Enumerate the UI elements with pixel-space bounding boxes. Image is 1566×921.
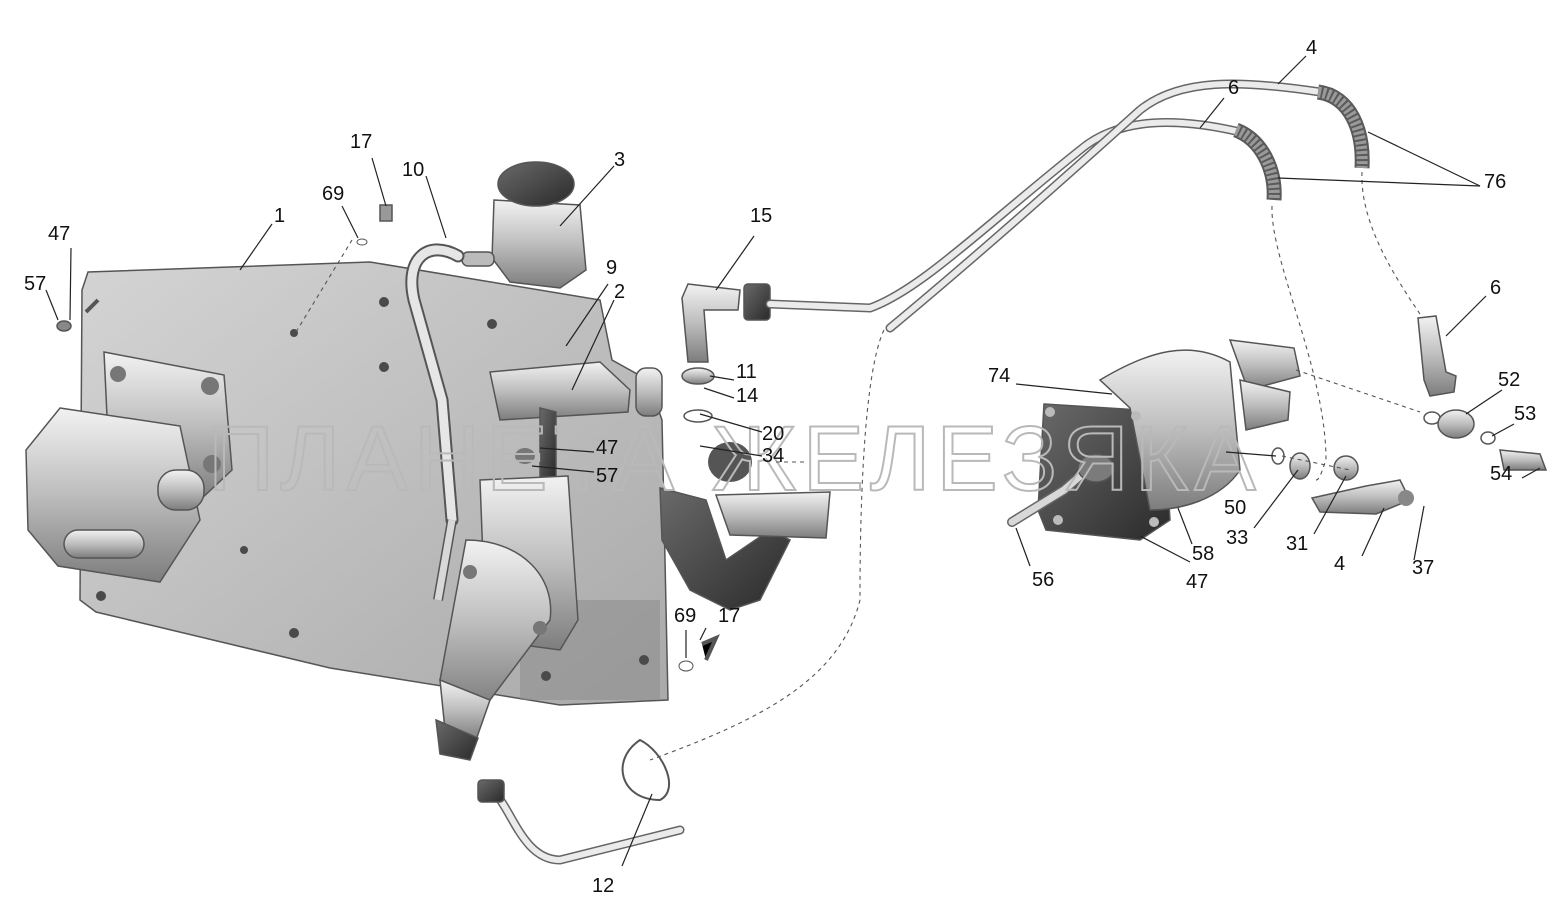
watermark: ПЛАНЕТА ЖЕЛЕЗЯКА xyxy=(208,408,1262,510)
callout-50: 50 xyxy=(1224,497,1246,519)
hose-76 xyxy=(1232,84,1370,201)
callout-47-left: 47 xyxy=(48,223,70,245)
callout-33: 33 xyxy=(1226,527,1248,549)
pipe-12 xyxy=(477,738,685,865)
elbow-fitting-15 xyxy=(681,283,771,482)
callout-34: 34 xyxy=(762,445,784,467)
callout-6-top: 6 xyxy=(1228,77,1239,99)
callout-labels: 1 2 3 4 4 6 6 9 10 11 12 14 15 17 17 20 … xyxy=(24,37,1536,897)
callout-17-bottom: 17 xyxy=(718,605,740,627)
dashed-routing-lines xyxy=(295,171,1421,761)
callout-9: 9 xyxy=(606,257,617,279)
callout-11: 11 xyxy=(736,361,757,383)
callout-76: 76 xyxy=(1484,171,1506,193)
clutch-booster xyxy=(1007,339,1301,541)
leader-lines xyxy=(45,55,1541,867)
callout-4-top: 4 xyxy=(1306,37,1317,59)
callout-69-bottom: 69 xyxy=(674,605,696,627)
callout-15: 15 xyxy=(750,205,772,227)
pipe-6 xyxy=(765,118,1245,313)
callout-12: 12 xyxy=(592,875,614,897)
callout-1: 1 xyxy=(274,205,285,227)
reservoir xyxy=(461,161,587,289)
callout-54: 54 xyxy=(1490,463,1512,485)
pipe-4 xyxy=(885,79,1325,333)
callout-58: 58 xyxy=(1192,543,1214,565)
master-cylinder-left xyxy=(25,351,233,583)
callout-2: 2 xyxy=(614,281,625,303)
pedal-lever xyxy=(659,487,831,611)
pedal-bracket xyxy=(489,361,663,481)
callout-3: 3 xyxy=(614,149,625,171)
callout-17-top: 17 xyxy=(350,131,372,153)
callout-74: 74 xyxy=(988,365,1010,387)
callout-69-top: 69 xyxy=(322,183,344,205)
callout-47-mid: 47 xyxy=(596,437,618,459)
callout-52: 52 xyxy=(1498,369,1520,391)
callout-4-bottom: 4 xyxy=(1334,553,1345,575)
callout-6-right: 6 xyxy=(1490,277,1501,299)
master-cylinder-main xyxy=(435,475,579,761)
callout-14: 14 xyxy=(736,385,758,407)
callout-47-right: 47 xyxy=(1186,571,1208,593)
callout-53: 53 xyxy=(1514,403,1536,425)
callout-56: 56 xyxy=(1032,569,1054,591)
callout-20: 20 xyxy=(762,423,784,445)
reservoir-hose xyxy=(405,243,465,601)
callout-37: 37 xyxy=(1412,557,1434,579)
callout-57-mid: 57 xyxy=(596,465,618,487)
callout-57-left: 57 xyxy=(24,273,46,295)
callout-31: 31 xyxy=(1286,533,1308,555)
callout-10: 10 xyxy=(402,159,424,181)
